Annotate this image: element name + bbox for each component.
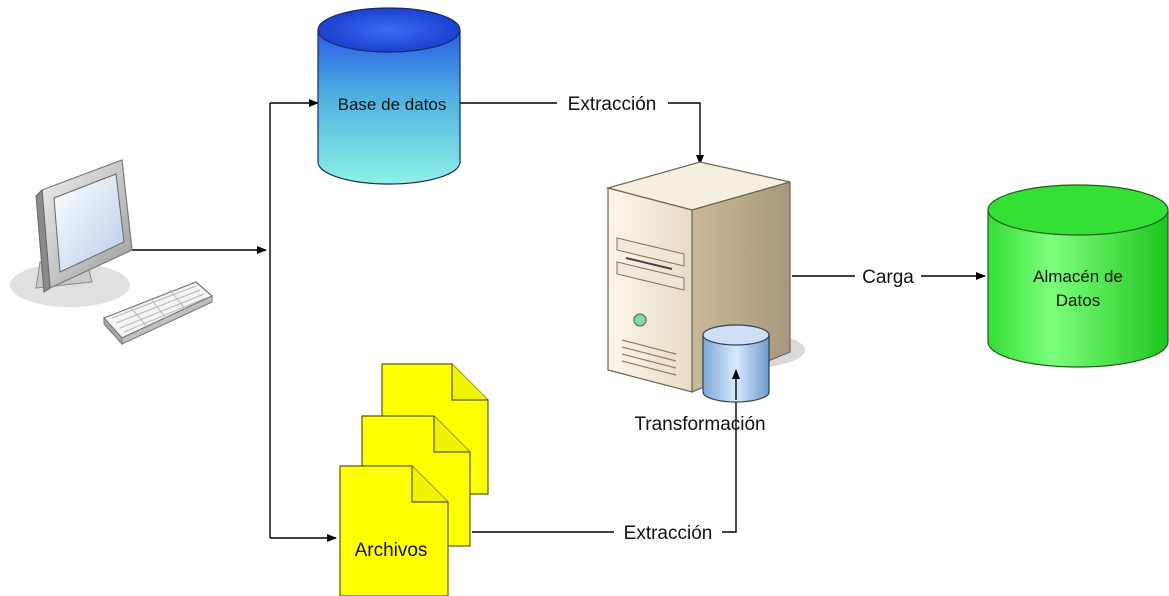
warehouse-label-line2: Datos [1056,291,1100,310]
mini-database-icon [702,324,770,403]
connectors [130,99,985,542]
files-label: Archivos [355,540,428,561]
desktop-computer-icon [10,159,214,346]
database-label: Base de datos [338,95,447,114]
warehouse-cylinder-icon [987,184,1169,368]
database-cylinder-icon [317,7,461,185]
document-stack-icon [339,363,489,596]
extraction-label-bottom: Extracción [624,523,713,544]
extraction-label-top: Extracción [568,94,657,115]
files-to-server-arrow [472,370,736,533]
load-label: Carga [862,267,914,288]
server-label: Transformación [634,414,765,435]
database-to-server-arrow [460,102,700,164]
warehouse-label-line1: Almacén de [1033,267,1123,286]
